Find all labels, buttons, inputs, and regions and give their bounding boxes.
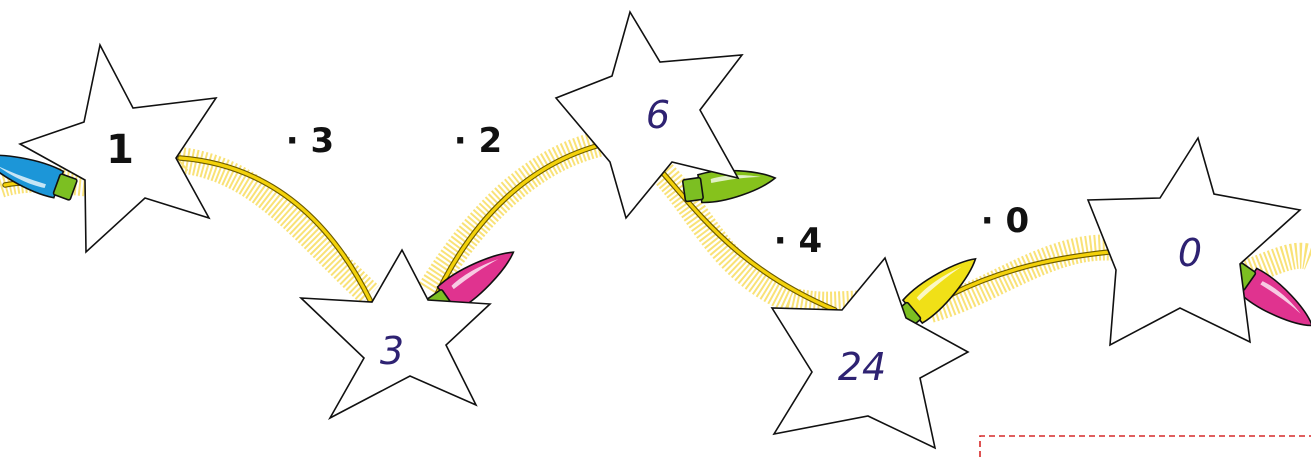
star-icon [554,9,744,220]
star-icon [770,256,970,450]
glow-strand [926,234,1133,323]
star-1: 1 [18,42,218,254]
star-2: 3 [298,248,492,420]
bulb-glass [901,257,977,325]
bulb-shine [1260,281,1301,314]
bulb-shine [0,164,46,188]
wire-segment [660,170,837,312]
star-icon [18,42,218,254]
bulb-glass [436,251,515,313]
star-1-value: 1 [106,127,134,173]
wire-segment [178,156,372,302]
operation-label: · 0 [981,201,1029,241]
star-icon [1086,136,1302,347]
light-bulb-icon [0,154,78,201]
star-3: 6 [554,9,744,220]
bulb-shine [916,266,962,301]
bulb-glass [1238,267,1311,327]
stars-layer: 1 3 6 24 0 [18,9,1302,450]
bulb-socket [681,176,704,203]
star-icon [298,248,492,420]
star-2-answer[interactable]: 3 [380,329,404,373]
operation-label: · 4 [774,221,822,261]
star-5-answer[interactable]: 0 [1178,231,1202,275]
answer-box-border [979,435,1311,457]
operation-label: · 3 [286,121,334,161]
operations-layer: · 3 · 2 · 4 · 0 [286,121,1029,261]
bulb-socket [52,173,78,201]
star-4: 24 [770,256,970,450]
star-3-answer[interactable]: 6 [646,93,670,137]
bulb-shine [710,175,761,183]
star-5: 0 [1086,136,1302,347]
operation-label: · 2 [454,121,502,161]
star-4-answer[interactable]: 24 [838,345,886,389]
glow-strand [418,127,622,297]
wire-segment [430,140,614,307]
bulb-shine [451,258,499,290]
